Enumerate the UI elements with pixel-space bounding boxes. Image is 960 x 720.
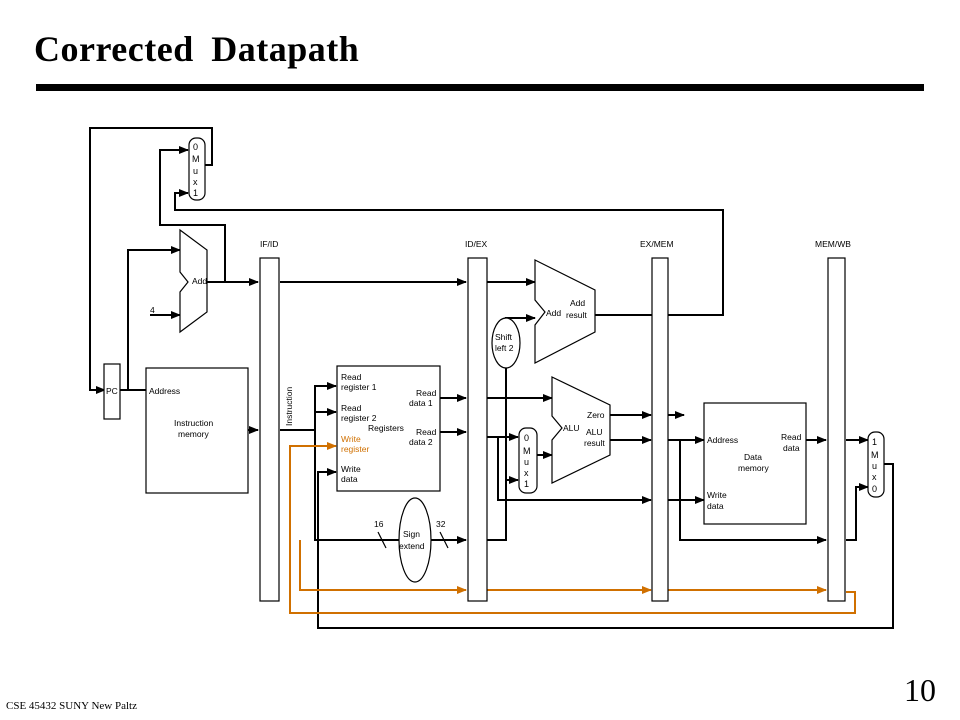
mem-wb-label: MEM/WB <box>815 239 851 249</box>
if-id-register <box>259 257 280 602</box>
alu-result-2: result <box>584 438 605 448</box>
write-register-a: Write <box>341 434 361 444</box>
wires <box>89 127 894 629</box>
write-data-a: Write <box>341 464 361 474</box>
slide-title: Corrected Datapath <box>34 29 360 69</box>
write-register-b: register <box>341 444 370 454</box>
wb-mux-label-m: M <box>871 450 879 460</box>
pc-adder <box>179 228 208 334</box>
branch-adder-label: Add <box>546 308 561 318</box>
mem-wb-register <box>827 257 846 602</box>
sign-extend-out-bits: 32 <box>436 519 446 529</box>
write-register-path <box>289 442 856 614</box>
sign-extend-line1: Sign <box>403 529 420 539</box>
read-register-1-b: register 1 <box>341 382 377 392</box>
out-bits-slash <box>439 531 449 549</box>
sign-extend-line2: extend <box>399 541 425 551</box>
read-data-1-a: Read <box>416 388 437 398</box>
dmem-address-label: Address <box>707 435 738 445</box>
pc-mux-label-1: 1 <box>193 188 198 198</box>
in-bits-slash <box>377 531 387 549</box>
alu <box>551 376 611 484</box>
alu-mux-label-0: 0 <box>524 433 529 443</box>
alu-mux-label-x: x <box>524 468 529 478</box>
branch-adder <box>534 259 596 364</box>
alu-mux-label-m: M <box>523 446 531 456</box>
wb-mux <box>867 431 885 498</box>
registers-name: Registers <box>368 423 404 433</box>
dmem-read-2: data <box>783 443 800 453</box>
instruction-vertical-label: Instruction <box>284 387 294 426</box>
ex-mem-label: EX/MEM <box>640 239 674 249</box>
id-ex-register <box>467 257 488 602</box>
pc-register <box>103 363 121 420</box>
wb-mux-label-u: u <box>872 461 877 471</box>
imem-address-label: Address <box>149 386 180 396</box>
wb-mux-label-0: 0 <box>872 484 877 494</box>
read-data-1-b: data 1 <box>409 398 433 408</box>
pc-label: PC <box>106 386 118 396</box>
dmem-read-1: Read <box>781 432 802 442</box>
pc-mux-label-u: u <box>193 166 198 176</box>
branch-adder-result-1: Add <box>570 298 585 308</box>
read-data-2-a: Read <box>416 427 437 437</box>
constant-four: 4 <box>150 305 155 315</box>
alu-zero-label: Zero <box>587 410 605 420</box>
slide-number: 10 <box>904 672 936 708</box>
ex-mem-register <box>651 257 669 602</box>
read-data-2-b: data 2 <box>409 437 433 447</box>
read-register-2-b: register 2 <box>341 413 377 423</box>
dmem-write-1: Write <box>707 490 727 500</box>
shift-left-line1: Shift <box>495 332 513 342</box>
branch-adder-result-2: result <box>566 310 587 320</box>
read-register-1-a: Read <box>341 372 362 382</box>
pc-mux <box>188 137 206 201</box>
alu-src-mux <box>518 427 538 494</box>
pc-mux-label-m: M <box>192 154 200 164</box>
wb-mux-label-1: 1 <box>872 437 877 447</box>
data-memory <box>703 402 807 525</box>
alu-result-1: ALU <box>586 427 603 437</box>
imem-label-line2: memory <box>178 429 209 439</box>
shift-left-2 <box>491 317 521 369</box>
dmem-label-line1: Data <box>744 452 762 462</box>
pc-mux-label-x: x <box>193 177 198 187</box>
alu-mux-label-1: 1 <box>524 479 529 489</box>
if-id-label: IF/ID <box>260 239 278 249</box>
pc-adder-label: Add <box>192 276 207 286</box>
wb-mux-label-x: x <box>872 472 877 482</box>
alu-label: ALU <box>563 423 580 433</box>
footer-text: CSE 45432 SUNY New Paltz <box>6 700 137 712</box>
dmem-label-line2: memory <box>738 463 769 473</box>
read-register-2-a: Read <box>341 403 362 413</box>
sign-extend-in-bits: 16 <box>374 519 384 529</box>
title-rule <box>36 84 924 91</box>
pc-mux-label-0: 0 <box>193 142 198 152</box>
shift-left-line2: left 2 <box>495 343 514 353</box>
register-file <box>336 365 441 492</box>
pipeline-registers <box>259 257 846 602</box>
dmem-write-2: data <box>707 501 724 511</box>
sign-extend <box>398 497 432 583</box>
alu-mux-label-u: u <box>524 457 529 467</box>
write-data-b: data <box>341 474 358 484</box>
instruction-memory <box>145 367 249 494</box>
imem-label-line1: Instruction <box>174 418 213 428</box>
id-ex-label: ID/EX <box>465 239 488 249</box>
